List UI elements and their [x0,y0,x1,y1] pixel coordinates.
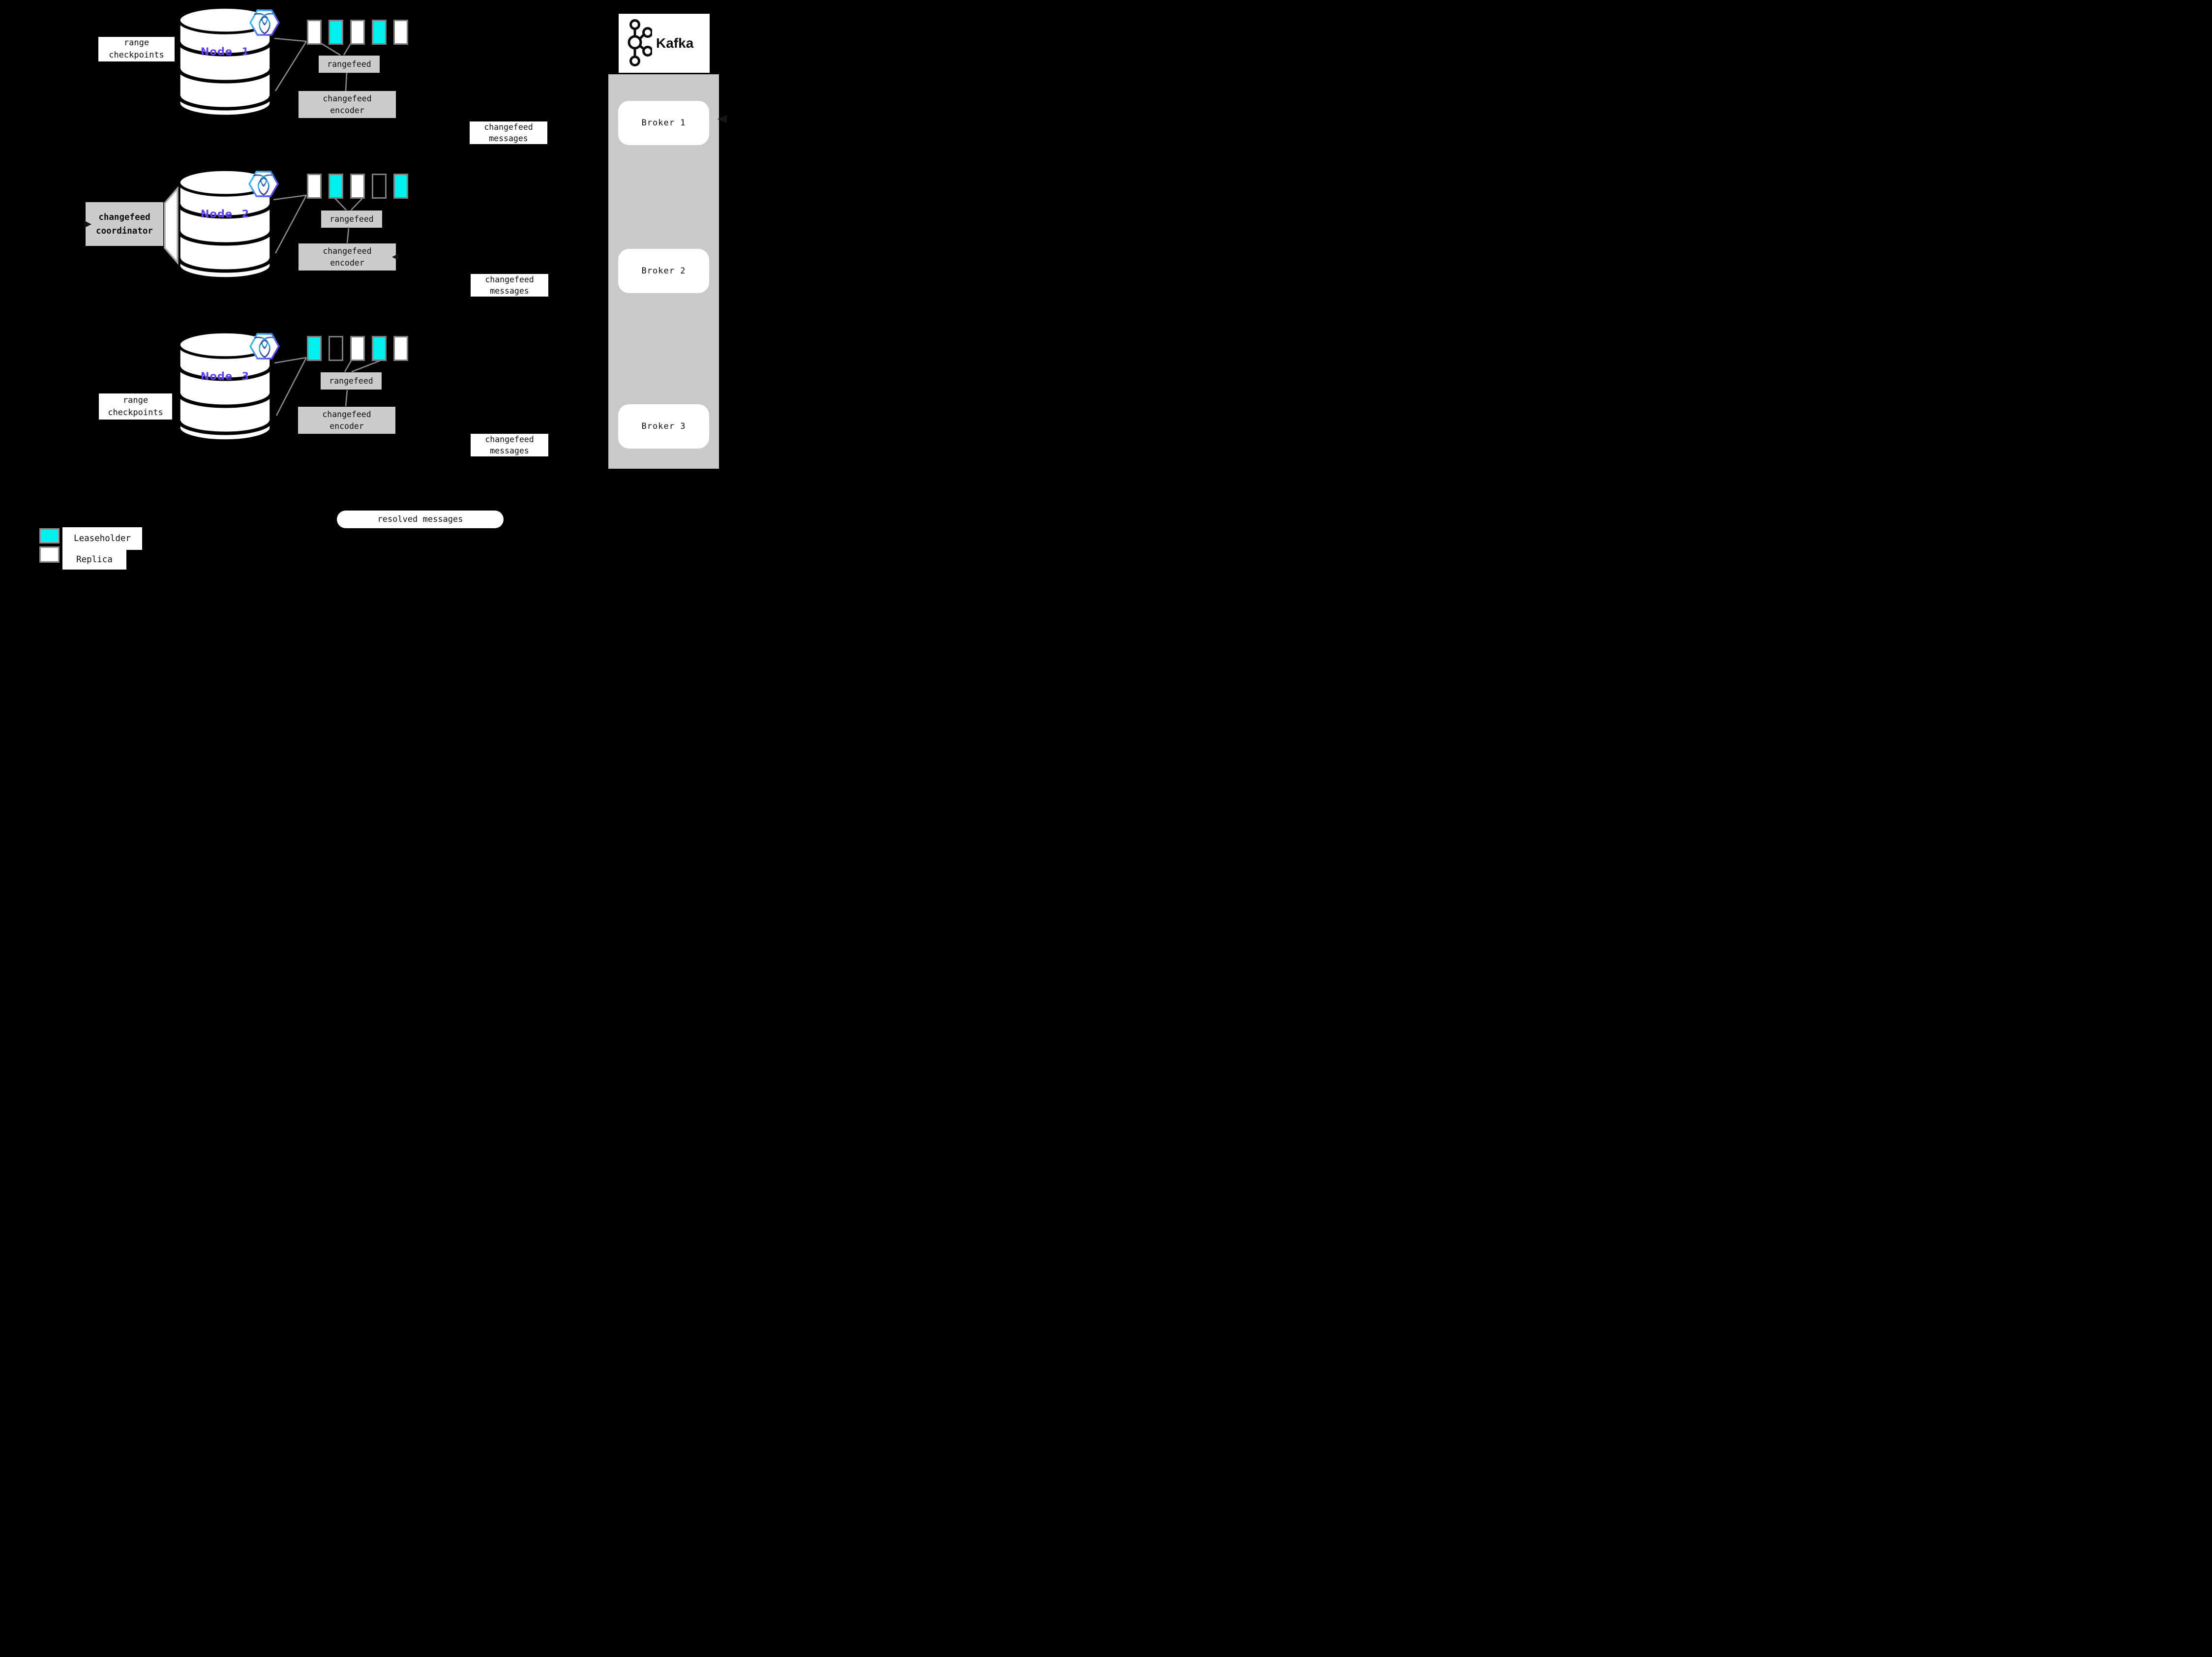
messages-line1: changefeed [484,122,533,132]
range-square [329,174,343,199]
range-square [307,174,322,199]
encoder-line2: encoder [330,258,364,268]
node3-label: Node 3 [200,370,250,382]
range-square [393,336,408,361]
range-square [329,336,343,361]
messages-line2: messages [490,286,529,296]
range-checkpoints-line1: range [123,38,149,48]
rangefeed-box-node3: rangefeed [321,372,382,390]
changefeed-architecture-diagram: range checkpoints Node 1 Node 2 Node 3 r… [0,0,771,577]
range-checkpoints-line2: checkpoints [108,407,163,418]
range-checkpoints-label-node3: range checkpoints [99,393,172,420]
diagram-underlay [164,0,385,577]
node1-label: Node 1 [200,46,250,58]
changefeed-encoder-box-node2: changefeed encoder [299,243,396,271]
rangefeed-label: rangefeed [327,59,371,69]
messages-line1: changefeed [485,435,534,444]
rangefeed-box-node2: rangefeed [321,211,382,228]
coordinator-line2: coordinator [96,226,153,236]
broker-1: Broker 1 [618,101,709,145]
resolved-messages-pill: resolved messages [337,511,504,528]
encoder-line2: encoder [329,421,364,431]
broker-2: Broker 2 [618,249,709,293]
cockroachdb-logo-badge-node1 [249,9,280,36]
range-square [372,174,387,199]
range-square [372,336,387,361]
legend-leaseholder-swatch [39,528,60,543]
legend-leaseholder-label: Leaseholder [62,527,142,550]
changefeed-coordinator-callout: changefeed coordinator [86,202,163,246]
encoder-line1: changefeed [322,409,371,419]
connector-lines [273,37,385,416]
legend-replica-label: Replica [62,550,126,570]
cockroachdb-logo-badge-node3 [249,333,280,360]
cockroachdb-logo-badge-node2 [248,171,279,197]
range-square [350,20,365,45]
rangefeed-label: rangefeed [329,214,374,224]
messages-line2: messages [489,134,528,143]
legend-replica-swatch [39,546,60,563]
range-checkpoints-line2: checkpoints [109,50,164,60]
messages-line1: changefeed [485,275,534,284]
kafka-wordmark: Kafka [656,35,694,51]
encoder-line1: changefeed [323,93,372,103]
range-square [329,20,343,45]
coordinator-callout-flap [164,186,179,265]
kafka-logo-icon [628,19,652,66]
range-checkpoints-line1: range [122,395,149,405]
broker-3: Broker 3 [618,404,709,449]
range-square [350,336,365,361]
kafka-logo-box: Kafka [619,14,710,73]
range-square [307,336,322,361]
node1-range-row [307,20,408,45]
node2-label: Node 2 [200,208,250,220]
coordinator-line1: changefeed [98,212,150,222]
messages-line2: messages [490,446,529,455]
range-square [350,174,365,199]
changefeed-messages-label-1: changefeed messages [470,121,547,144]
changefeed-encoder-box-node1: changefeed encoder [299,91,396,118]
node3-range-row [307,336,408,361]
encoder-line1: changefeed [323,246,372,256]
range-checkpoints-label-node1: range checkpoints [98,37,175,61]
node2-range-row [307,174,408,199]
changefeed-messages-label-2: changefeed messages [471,274,548,297]
range-square [393,174,408,199]
rangefeed-box-node1: rangefeed [319,56,380,73]
range-square [307,20,322,45]
changefeed-encoder-box-node3: changefeed encoder [298,407,395,434]
rangefeed-label: rangefeed [329,376,373,386]
range-square [372,20,387,45]
range-square [393,20,408,45]
encoder-line2: encoder [330,105,364,115]
changefeed-messages-label-3: changefeed messages [471,434,548,456]
